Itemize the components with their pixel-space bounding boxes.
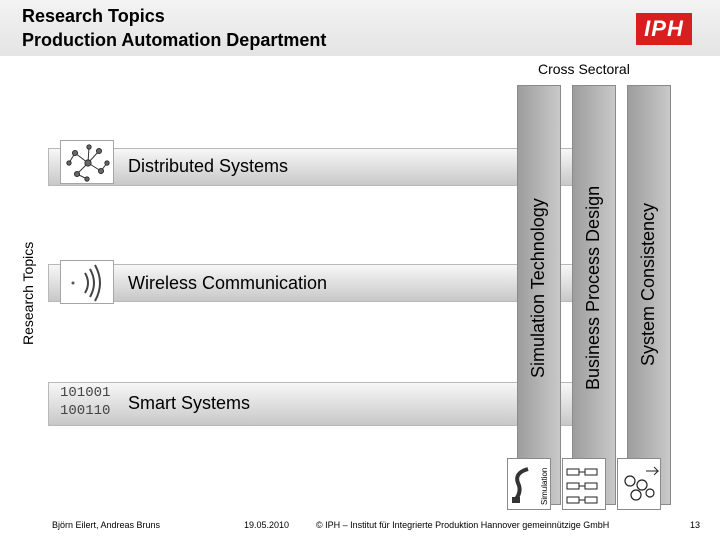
column-simulation-technology xyxy=(517,85,561,505)
column-business-process-design xyxy=(572,85,616,505)
footer-page-number: 13 xyxy=(690,520,701,530)
row-wireless-communication xyxy=(48,264,576,302)
row-label-wireless-communication: Wireless Communication xyxy=(128,273,328,293)
footer-date: 19.05.2010 xyxy=(244,520,290,530)
row-label-smart-systems: Smart Systems xyxy=(128,393,251,413)
footer-authors: Björn Eilert, Andreas Bruns xyxy=(52,520,161,530)
wireless-signal-icon xyxy=(60,260,114,304)
row-label-distributed-systems: Distributed Systems xyxy=(128,156,289,176)
column-system-consistency xyxy=(627,85,671,505)
footer-copyright: © IPH – Institut für Integrierte Produkt… xyxy=(316,520,610,530)
column-label-business-process-design: Business Process Design xyxy=(583,185,603,390)
network-graph-icon xyxy=(60,140,114,184)
page-subtitle: Production Automation Department xyxy=(22,30,327,50)
row-distributed-systems xyxy=(48,148,576,186)
page-title: Research Topics xyxy=(22,6,165,26)
header-bar: Research Topics Production Automation De… xyxy=(0,0,720,56)
cross-sectoral-label: Cross Sectoral xyxy=(538,61,630,77)
column-label-system-consistency: System Consistency xyxy=(638,202,658,366)
iph-logo: IPH xyxy=(636,13,692,45)
column-label-simulation-technology: Simulation Technology xyxy=(528,198,548,378)
simulation-icon: Simulation xyxy=(507,458,551,510)
consistency-icon xyxy=(617,458,661,510)
research-topics-axis-label: Research Topics xyxy=(20,241,36,345)
process-flow-icon xyxy=(562,458,606,510)
binary-code-icon: 101001 100110 xyxy=(60,385,111,419)
simulation-caption: Simulation xyxy=(540,467,549,505)
row-smart-systems xyxy=(48,382,576,426)
